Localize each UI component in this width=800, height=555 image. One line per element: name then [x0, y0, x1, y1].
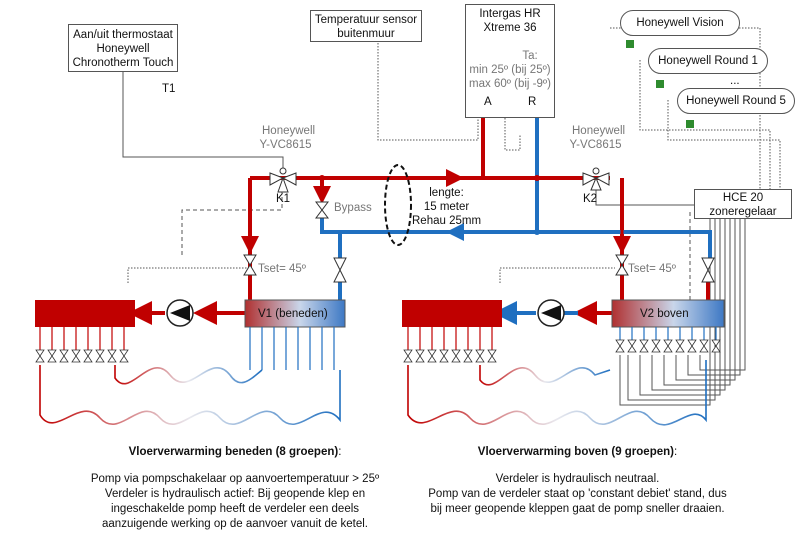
zone-round5-label: Honeywell Round 5	[686, 95, 786, 107]
thermostat-line2: Honeywell	[96, 43, 150, 55]
zone-round1-box: Honeywell Round 1	[648, 48, 768, 74]
caption-left-title: Vloerverwarming beneden (8 groepen)	[128, 446, 339, 458]
supply-pipes	[128, 118, 710, 325]
zone-vision-label: Honeywell Vision	[636, 17, 724, 29]
boiler-line2: Xtreme 36	[483, 22, 537, 34]
caption-left-line3: ingeschakelde pomp heeft de verdeler een…	[110, 503, 360, 515]
manifold-v2-label: V2 boven	[640, 308, 689, 320]
zone-round5-box: Honeywell Round 5	[677, 88, 795, 114]
floor-loops	[39, 360, 707, 426]
pipe-note-line2: 15 meter	[423, 201, 470, 213]
caption-left-line1: Pomp via pompschakelaar op aanvoertemper…	[90, 473, 380, 485]
caption-right-title: Vloerverwarming boven (9 groepen)	[477, 446, 674, 458]
pump-right	[537, 299, 565, 327]
bypass-label: Bypass	[334, 202, 372, 214]
thermostat-tag: T1	[162, 83, 176, 95]
valve-left-line2: Y-VC8615	[259, 139, 312, 151]
pipe-note: lengte: 15 meter Rehau 25mm	[412, 186, 481, 228]
caption-right-line2: Pomp van de verdeler staat op 'constant …	[428, 488, 727, 500]
valve-k1	[269, 167, 297, 193]
pipe-note-line1: lengte:	[429, 187, 464, 199]
caption-left-line4: aanzuigende werking op de aanvoer vanuit…	[102, 518, 368, 530]
caption-right-line3: bij meer geopende kleppen gaat de pomp s…	[430, 503, 725, 515]
sensor-box: Temperatuur sensor buitenmuur	[310, 10, 422, 42]
caption-left: Vloerverwarming beneden (8 groepen): Pom…	[75, 445, 395, 532]
pump-left	[166, 299, 194, 327]
manifold-v1-label: V1 (beneden)	[258, 308, 328, 320]
valve-right-brand: Honeywell Y-VC8615	[566, 124, 626, 152]
manifold-v2	[611, 299, 725, 328]
boiler-ta: Ta:	[522, 50, 538, 62]
caption-left-line2: Verdeler is hydraulisch actief: Bij geop…	[104, 488, 366, 500]
pipe-length-marker	[384, 164, 412, 246]
manifold-v1	[244, 299, 346, 328]
thermostat-line1: Aan/uit thermostaat	[73, 29, 173, 41]
thermostat-box: Aan/uit thermostaat Honeywell Chronother…	[68, 24, 178, 72]
valve-right-tag: K2	[583, 193, 598, 205]
boiler-a-label: A	[484, 96, 492, 108]
zone-round1-label: Honeywell Round 1	[658, 55, 758, 67]
supply-manifold-right	[402, 300, 502, 327]
valve-left-brand: Honeywell Y-VC8615	[256, 124, 316, 152]
tset-left: Tset= 45º	[258, 263, 306, 275]
valve-right-line1: Honeywell	[572, 125, 626, 137]
tset-right: Tset= 45º	[628, 263, 676, 275]
pipe-note-line3: Rehau 25mm	[412, 215, 482, 227]
caption-right: Vloerverwarming boven (9 groepen): Verde…	[400, 445, 755, 517]
thermostat-line3: Chronotherm Touch	[72, 57, 174, 69]
hce-box: HCE 20 zoneregelaar	[694, 189, 792, 219]
boiler-line1: Intergas HR	[479, 8, 541, 20]
zone-dots: ...	[730, 75, 740, 87]
valve-left-line1: Honeywell	[262, 125, 316, 137]
boiler-min: min 25º (bij 25º)	[469, 64, 551, 76]
supply-manifold-left	[35, 300, 135, 327]
valve-left-tag: K1	[276, 193, 291, 205]
sensor-line1: Temperatuur sensor	[314, 14, 418, 26]
sensor-line2: buitenmuur	[337, 28, 395, 40]
return-pipes	[320, 118, 712, 325]
valve-right-line2: Y-VC8615	[569, 139, 622, 151]
hce-line2: zoneregelaar	[709, 206, 777, 218]
hce-line1: HCE 20	[722, 192, 764, 204]
caption-right-line1: Verdeler is hydraulisch neutraal.	[495, 473, 660, 485]
valve-k2	[582, 167, 610, 191]
boiler-box: Intergas HR Xtreme 36 Ta: min 25º (bij 2…	[465, 4, 555, 118]
control-wiring	[122, 27, 781, 300]
zone-vision-box: Honeywell Vision	[620, 10, 740, 36]
thermostat-signal-icons	[626, 40, 694, 128]
boiler-max: max 60º (bij -9º)	[469, 78, 551, 90]
boiler-r-label: R	[528, 96, 537, 108]
